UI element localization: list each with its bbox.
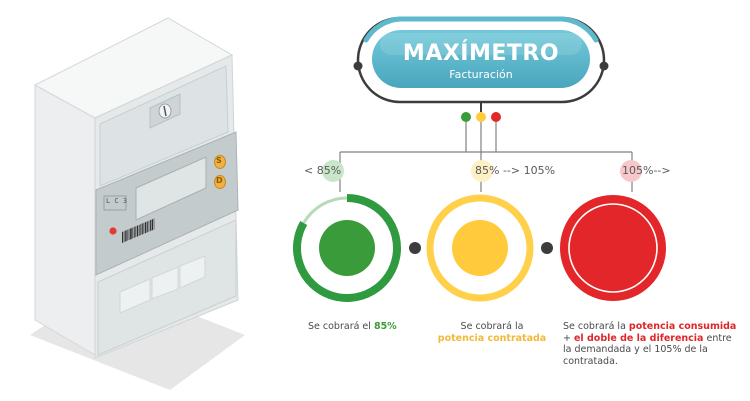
- barcode-stripe: [140, 224, 141, 236]
- barcode-stripe: [138, 224, 140, 236]
- meter-button-d: [214, 175, 226, 189]
- meter-button-s: [214, 155, 226, 169]
- threshold-label-yellow: 85% --> 105%: [475, 164, 556, 177]
- banner-pill: [372, 30, 590, 88]
- traffic-dot-red: [491, 112, 501, 122]
- gauge-green-progress: [293, 194, 401, 302]
- banner-subtitle: Facturación: [449, 68, 513, 81]
- barcode-stripe: [130, 227, 132, 240]
- traffic-dot-yellow: [476, 112, 486, 122]
- title-banner: [353, 16, 609, 122]
- barcode-stripe: [153, 218, 155, 230]
- separator-dot-2: [541, 242, 553, 254]
- barcode-stripe: [128, 228, 130, 241]
- meter-lcd-display: [135, 156, 207, 221]
- barcode-stripe: [127, 229, 128, 241]
- cabinet-side: [34, 84, 96, 356]
- meter-red-led: [109, 227, 117, 235]
- lock-knob: [149, 93, 181, 129]
- barcode-stripe: [133, 226, 135, 239]
- banner-pill-shine: [380, 33, 582, 55]
- barcode-stripe: [141, 223, 143, 235]
- badge-green: [322, 160, 344, 182]
- banner-teal-arc: [363, 16, 599, 43]
- caption-red-highlight-2: el doble de la diferencia: [573, 332, 704, 344]
- caption-yellow-highlight: potencia contratada: [437, 332, 547, 344]
- caption-red: Se cobrará la potencia consumida+ el dob…: [563, 321, 737, 367]
- barcode-stripe: [149, 219, 151, 232]
- caption-green-highlight: 85%: [373, 321, 397, 332]
- banner-title: MAXÍMETRO: [402, 41, 560, 66]
- traffic-dot-green: [461, 112, 471, 122]
- barcode-stripe: [132, 227, 133, 239]
- gauge-yellow-core: [452, 220, 508, 276]
- lower-panel-logo: [119, 255, 206, 314]
- barcode-stripe: [151, 218, 153, 231]
- barcode-stripe: [135, 226, 136, 238]
- gauge-green-track: [302, 196, 348, 224]
- banner-left-dot: [353, 61, 363, 71]
- gauge-yellow: [426, 194, 534, 302]
- barcode-stripe: [147, 221, 148, 233]
- barcode-stripe: [122, 231, 124, 243]
- barcode-stripe: [148, 220, 150, 232]
- separator-dot-1: [409, 242, 421, 254]
- meter-button-d-label: D: [216, 176, 223, 185]
- meter-barcode: [122, 218, 155, 243]
- barcode-stripe: [123, 230, 125, 243]
- threshold-label-green: < 85%: [304, 164, 342, 177]
- electric-meter: [30, 17, 245, 390]
- meter-indicator-frame: [103, 195, 127, 211]
- caption-yellow: Se cobrará la potencia contratada: [437, 321, 547, 344]
- gauge-green: [293, 194, 401, 302]
- barcode-stripe: [136, 225, 139, 237]
- barcode-stripe: [125, 230, 127, 242]
- caption-red-highlight-1: potencia consumida: [628, 321, 737, 332]
- meter-button-s-label: S: [216, 156, 222, 165]
- gauge-red: [560, 195, 666, 301]
- upper-glass-panel: [99, 65, 229, 187]
- banner-right-dot: [599, 61, 609, 71]
- badge-yellow: [471, 160, 493, 182]
- gauge-green-core: [319, 220, 375, 276]
- caption-green: Se cobrará el 85%: [308, 321, 397, 332]
- barcode-stripe: [144, 221, 147, 234]
- barcode-stripe: [143, 222, 145, 234]
- badge-red: [620, 160, 642, 182]
- connector-lines: [339, 122, 633, 192]
- meter-display-text: L C 3: [106, 197, 128, 205]
- threshold-label-red: 105%-->: [622, 164, 671, 177]
- gauge-red-inner-ring: [568, 203, 658, 293]
